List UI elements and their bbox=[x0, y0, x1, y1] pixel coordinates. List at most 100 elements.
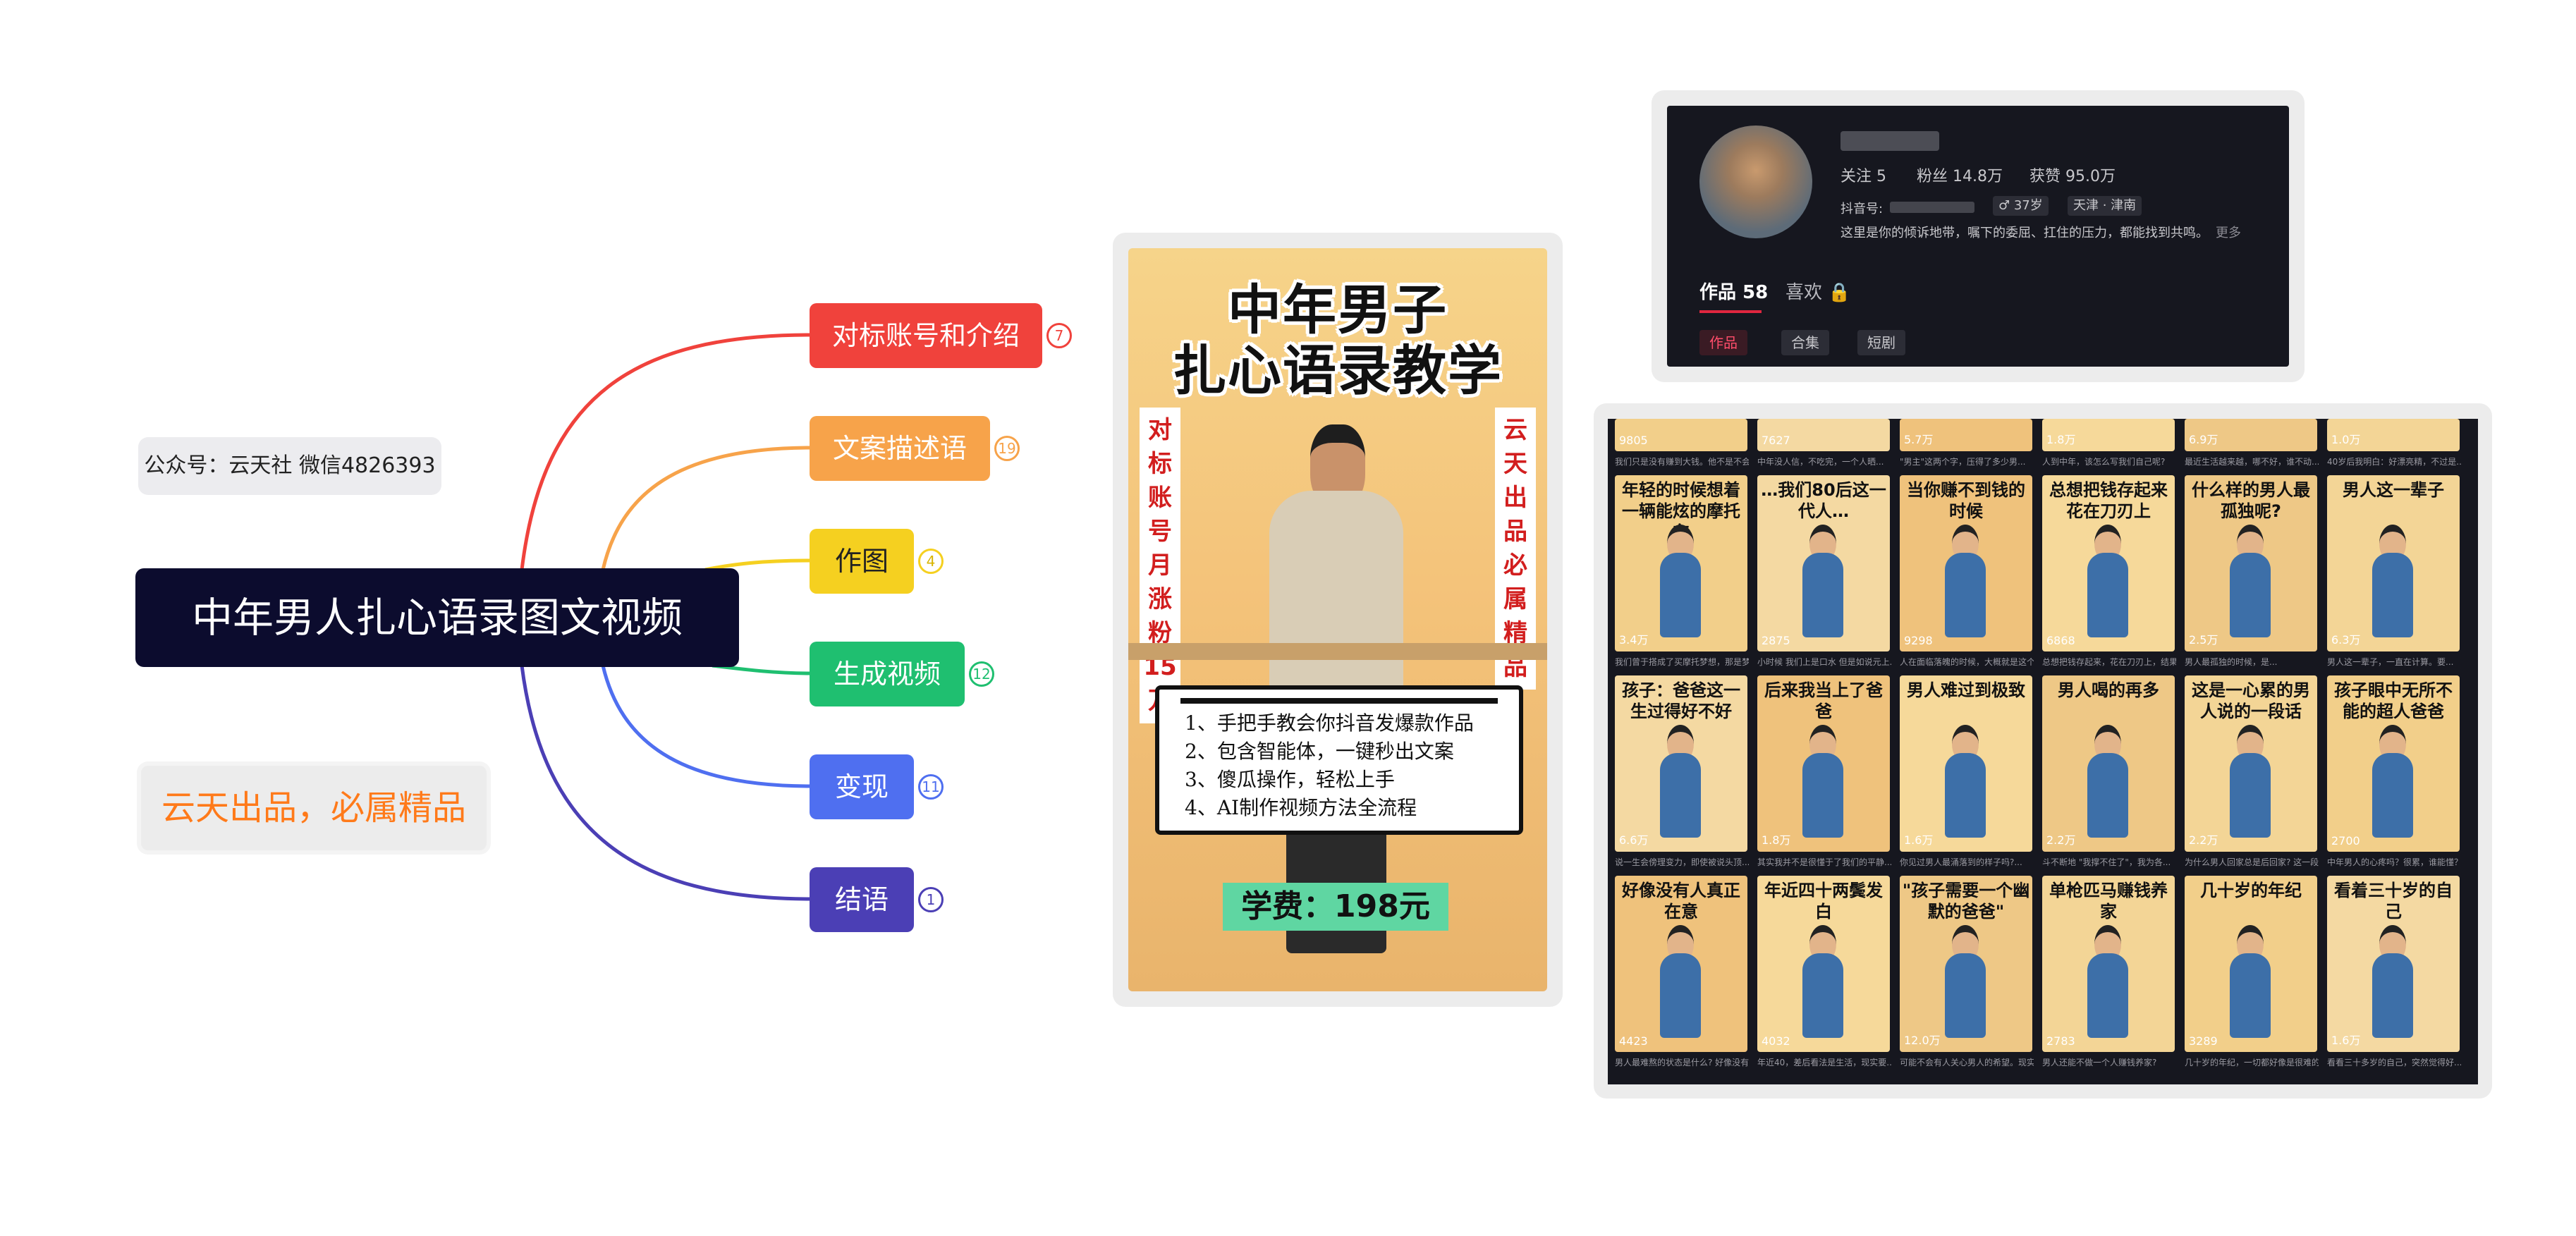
poster-title-line2: 扎心语录教学 bbox=[1173, 339, 1503, 402]
play-count: 1.6万 bbox=[1904, 833, 1934, 847]
poster-right-vertical: 云天出品 必属精品 bbox=[1495, 408, 1536, 690]
poster-price: 学费：198元 bbox=[1223, 883, 1448, 931]
poster-feature-line: 1、手把手教会你抖音发爆款作品 bbox=[1185, 711, 1474, 735]
blurred-douyin-id bbox=[1890, 202, 1974, 213]
man-figure-body bbox=[1660, 553, 1701, 637]
branch-drawing[interactable]: 作图 bbox=[810, 529, 914, 594]
thumbnail-caption: 这是一心累的男人说的一段话 bbox=[2192, 680, 2310, 721]
douyin-id-label: 抖音号: bbox=[1841, 202, 1884, 216]
man-figure-body bbox=[1802, 753, 1843, 838]
man-figure-body bbox=[2087, 953, 2128, 1038]
slogan-text: 云天出品，必属精品 bbox=[141, 766, 487, 850]
poster-left-vertical: 对标账号月涨粉15万 bbox=[1140, 408, 1180, 723]
branch-generate-video[interactable]: 生成视频 bbox=[810, 642, 965, 706]
bio-more-link[interactable]: 更多 bbox=[2216, 226, 2241, 240]
douyin-profile-card: 关注 5 粉丝 14.8万 获赞 95.0万 抖音号: ♂ 37岁 天津 · 津… bbox=[1667, 106, 2289, 367]
man-figure-body bbox=[1802, 953, 1843, 1038]
video-description: "男主"这两个字，压得了多少男... bbox=[1900, 457, 2026, 467]
branch-monetize[interactable]: 变现 bbox=[810, 754, 914, 819]
follow-count[interactable]: 关注 5 bbox=[1841, 168, 1886, 185]
play-count: 2783 bbox=[2046, 1034, 2075, 1048]
video-grid: 9805 我们只是没有赚到大钱。他不是不会... 7627 中年没人信，不吃完，一个人… bbox=[1608, 419, 2478, 1084]
video-thumbnail-partial[interactable]: 6.9万 bbox=[2185, 419, 2317, 451]
man-figure-body bbox=[1945, 753, 1986, 838]
video-thumbnail[interactable]: 年轻的时候想着一辆能炫的摩托车3.4万 bbox=[1615, 475, 1747, 651]
mindmap-root-node[interactable]: 中年男人扎心语录图文视频 bbox=[135, 568, 739, 667]
thumbnail-caption: 看着三十岁的自己 bbox=[2334, 881, 2453, 922]
video-thumbnail[interactable]: 年近四十两鬓发白 4032 bbox=[1757, 876, 1890, 1052]
play-count: 7627 bbox=[1762, 434, 1790, 447]
thumbnail-caption: 几十岁的年纪 bbox=[2200, 881, 2302, 900]
video-description: 中年没人信，不吃完，一个人晒... bbox=[1757, 457, 1884, 467]
thumbnail-caption: 后来我当上了爸爸 bbox=[1764, 680, 1883, 721]
branch-count-badge: 12 bbox=[969, 661, 994, 687]
chip-works[interactable]: 作品 bbox=[1699, 330, 1747, 355]
branch-count-badge: 19 bbox=[994, 436, 1020, 461]
play-count: 4423 bbox=[1619, 1034, 1648, 1048]
poster-feature-line: 3、傻瓜操作，轻松上手 bbox=[1185, 768, 1395, 791]
tab-likes[interactable]: 喜欢 🔒 bbox=[1786, 282, 1851, 303]
video-description: 我们只是没有赚到大钱。他不是不会... bbox=[1615, 457, 1749, 467]
thumbnail-caption: 孩子：爸爸这一生过得好不好 bbox=[1622, 680, 1740, 721]
play-count: 1.0万 bbox=[2331, 433, 2361, 446]
play-count: 6.3万 bbox=[2331, 633, 2361, 647]
video-description: 小时候 我们上是口水 但是如说元上... bbox=[1757, 657, 1891, 667]
chip-short-drama[interactable]: 短剧 bbox=[1857, 330, 1905, 355]
branch-conclusion[interactable]: 结语 bbox=[810, 867, 914, 932]
video-thumbnail[interactable]: 孩子：爸爸这一生过得好不好 6.6万 bbox=[1615, 675, 1747, 852]
video-description: 总想把钱存起来，花在刀刃上，结果... bbox=[2042, 657, 2176, 667]
video-thumbnail-partial[interactable]: 1.0万 bbox=[2327, 419, 2460, 451]
play-count: 6.6万 bbox=[1619, 833, 1649, 847]
thumbnail-caption: 男人喝的再多 bbox=[2058, 680, 2159, 700]
video-thumbnail[interactable]: 男人喝的再多 2.2万 bbox=[2042, 675, 2175, 852]
video-description: 其实我并不是很懂于了我们的平静... bbox=[1757, 857, 1891, 867]
fans-count[interactable]: 粉丝 14.8万 bbox=[1917, 168, 2003, 185]
thumbnail-caption: 当你赚不到钱的时候 bbox=[1907, 480, 2025, 521]
man-figure-body bbox=[2372, 953, 2413, 1038]
branch-count-badge: 11 bbox=[918, 774, 944, 800]
video-thumbnail-partial[interactable]: 1.8万 bbox=[2042, 419, 2175, 451]
tab-works[interactable]: 作品 58 bbox=[1699, 282, 1769, 303]
tab-works-underline bbox=[1699, 310, 1762, 313]
play-count: 2.5万 bbox=[2189, 633, 2218, 647]
man-figure-body bbox=[2372, 553, 2413, 637]
course-poster[interactable]: 中年男子 扎心语录教学 对标账号月涨粉15万 云天出品 必属精品 1、手把手教会… bbox=[1128, 248, 1547, 991]
play-count: 1.6万 bbox=[2331, 1034, 2361, 1047]
video-description: 最近生活越来越，哪不好，谁不动... bbox=[2185, 457, 2319, 467]
video-description: 男人还能不做一个人赚钱养家? bbox=[2042, 1058, 2157, 1067]
play-count: 9805 bbox=[1619, 434, 1648, 447]
thumbnail-caption: 年近四十两鬓发白 bbox=[1764, 881, 1883, 922]
play-count: 4032 bbox=[1762, 1034, 1790, 1048]
avatar[interactable] bbox=[1699, 126, 1812, 238]
video-description: 看看三十多岁的自己，突然觉得好... bbox=[2327, 1058, 2461, 1067]
man-figure-body bbox=[2230, 753, 2271, 838]
man-figure-body bbox=[1945, 953, 1986, 1038]
video-thumbnail[interactable]: 看着三十岁的自己 1.6万 bbox=[2327, 876, 2460, 1052]
thumbnail-caption: …我们80后这一代人… bbox=[1761, 480, 1886, 521]
video-thumbnail[interactable]: …我们80后这一代人…2875 bbox=[1757, 475, 1890, 651]
video-thumbnail[interactable]: 什么样的男人最孤独呢?2.5万 bbox=[2185, 475, 2317, 651]
video-thumbnail-partial[interactable]: 7627 bbox=[1757, 419, 1890, 451]
man-figure-body bbox=[2230, 553, 2271, 637]
branch-benchmark-account[interactable]: 对标账号和介绍 bbox=[810, 303, 1042, 368]
branch-copywriting[interactable]: 文案描述语 bbox=[810, 416, 990, 481]
chip-collection[interactable]: 合集 bbox=[1781, 330, 1829, 355]
video-thumbnail-partial[interactable]: 9805 bbox=[1615, 419, 1747, 451]
video-thumbnail[interactable]: "孩子需要一个幽默的爸爸"12.0万 bbox=[1900, 876, 2032, 1052]
thumbnail-caption: 年轻的时候想着一辆能炫的摩托车 bbox=[1622, 480, 1740, 542]
play-count: 12.0万 bbox=[1904, 1034, 1941, 1047]
video-description: 为什么男人回家总是后回家? 这一段... bbox=[2185, 857, 2319, 867]
play-count: 2.2万 bbox=[2046, 833, 2076, 847]
video-thumbnail-partial[interactable]: 5.7万 bbox=[1900, 419, 2032, 451]
play-count: 2700 bbox=[2331, 834, 2360, 848]
